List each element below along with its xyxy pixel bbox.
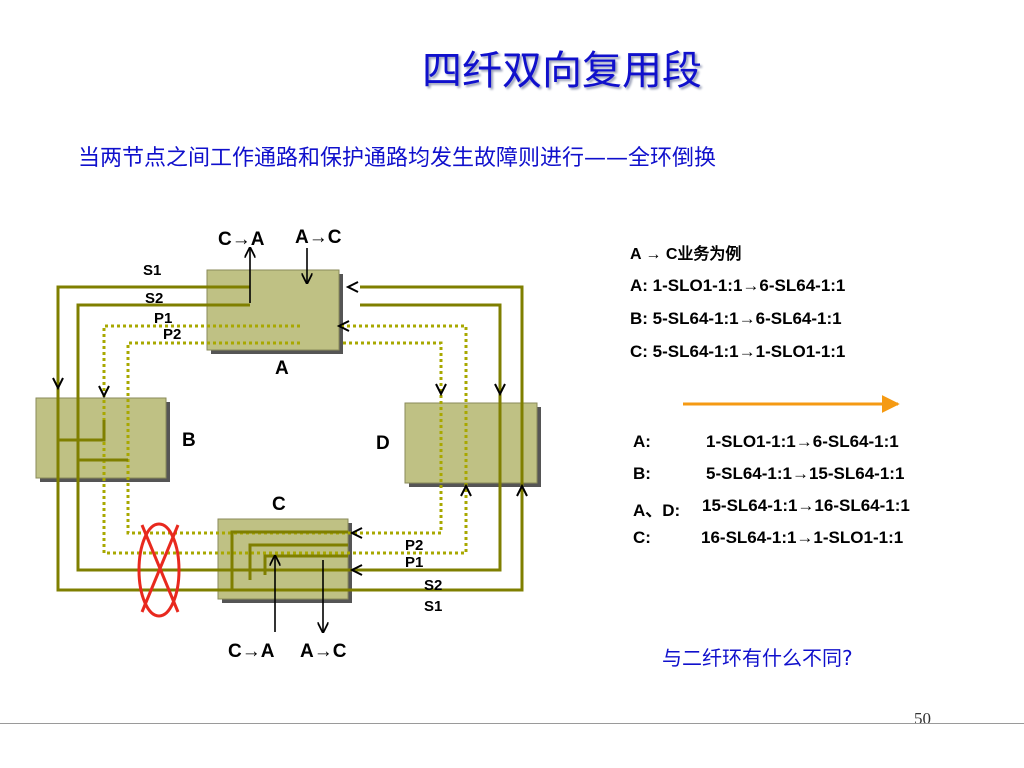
route-after-path-1: 1-SLO1-1:1→6-SL64-1:1 — [706, 432, 899, 451]
route-after-node-1: A: — [633, 432, 651, 451]
arrow-s2-right — [494, 383, 506, 397]
loopback-c-2 — [248, 543, 348, 580]
label-p1-bottom: P1 — [405, 554, 424, 571]
fiber-s1 — [56, 285, 524, 592]
label-s2-bottom: S2 — [424, 577, 443, 594]
route-after-path-3: 15-SL64-1:1→16-SL64-1:1 — [702, 496, 910, 515]
label-p1-top: P1 — [154, 310, 173, 327]
arrow-p1-left — [98, 385, 110, 399]
route-before-c: C: 5-SL64-1:1→1-SLO1-1:1 — [630, 342, 846, 361]
loopback-b — [56, 420, 106, 442]
slide-subtitle: 当两节点之间工作通路和保护通路均发生故障则进行——全环倒换 — [78, 146, 717, 171]
node-b-box — [35, 397, 167, 479]
label-s1-top: S1 — [143, 262, 162, 279]
question-text: 与二纤环有什么不同? — [662, 646, 853, 670]
fault-ellipse — [137, 522, 181, 618]
label-top-a-to-c: A→C — [295, 227, 342, 248]
label-bottom-a-to-c: A→C — [300, 641, 347, 662]
page-number: 50 — [914, 709, 931, 728]
slide-title: 四纤双向复用段 — [422, 48, 702, 94]
label-s1-bottom: S1 — [424, 598, 443, 615]
fiber-s2 — [76, 303, 502, 572]
arrow-p2-right — [435, 383, 447, 397]
arrow-s2-bottom — [349, 564, 363, 576]
fiber-p1 — [102, 324, 468, 555]
node-c-label: C — [272, 494, 286, 515]
route-after-node-4: C: — [633, 528, 651, 547]
arrow-p2-bottom — [349, 527, 363, 539]
label-p2-bottom: P2 — [405, 537, 424, 554]
node-a-box — [206, 269, 340, 351]
route-after-path-2: 5-SL64-1:1→15-SL64-1:1 — [706, 464, 905, 483]
footer-divider — [0, 723, 1024, 724]
node-d-box — [404, 402, 538, 484]
loopback-c-1 — [230, 530, 348, 590]
route-after-path-4: 16-SL64-1:1→1-SLO1-1:1 — [701, 528, 904, 547]
arrow-s1-right — [516, 483, 528, 497]
route-after-node-2: B: — [633, 464, 651, 483]
node-a-label: A — [275, 358, 289, 379]
routes-header: A → C业务为例 — [630, 246, 742, 263]
fault-cross-2 — [140, 524, 180, 613]
route-after-node-3: A、D: — [633, 501, 681, 520]
label-s2-top: S2 — [145, 290, 164, 307]
label-bottom-c-to-a: C→A — [228, 641, 275, 662]
node-b-label: B — [182, 430, 196, 451]
node-d-label: D — [376, 433, 390, 454]
arrow-p1-top — [336, 320, 350, 332]
label-p2-top: P2 — [163, 326, 182, 343]
arrow-s1-left — [52, 377, 64, 391]
arrow-s1-top — [345, 281, 359, 293]
arrow-p1-right — [460, 483, 472, 497]
route-before-a: A: 1-SLO1-1:1→6-SL64-1:1 — [630, 276, 846, 295]
loopback-c-3 — [263, 554, 348, 575]
label-top-c-to-a: C→A — [218, 229, 265, 250]
route-before-b: B: 5-SL64-1:1→6-SL64-1:1 — [630, 309, 842, 328]
